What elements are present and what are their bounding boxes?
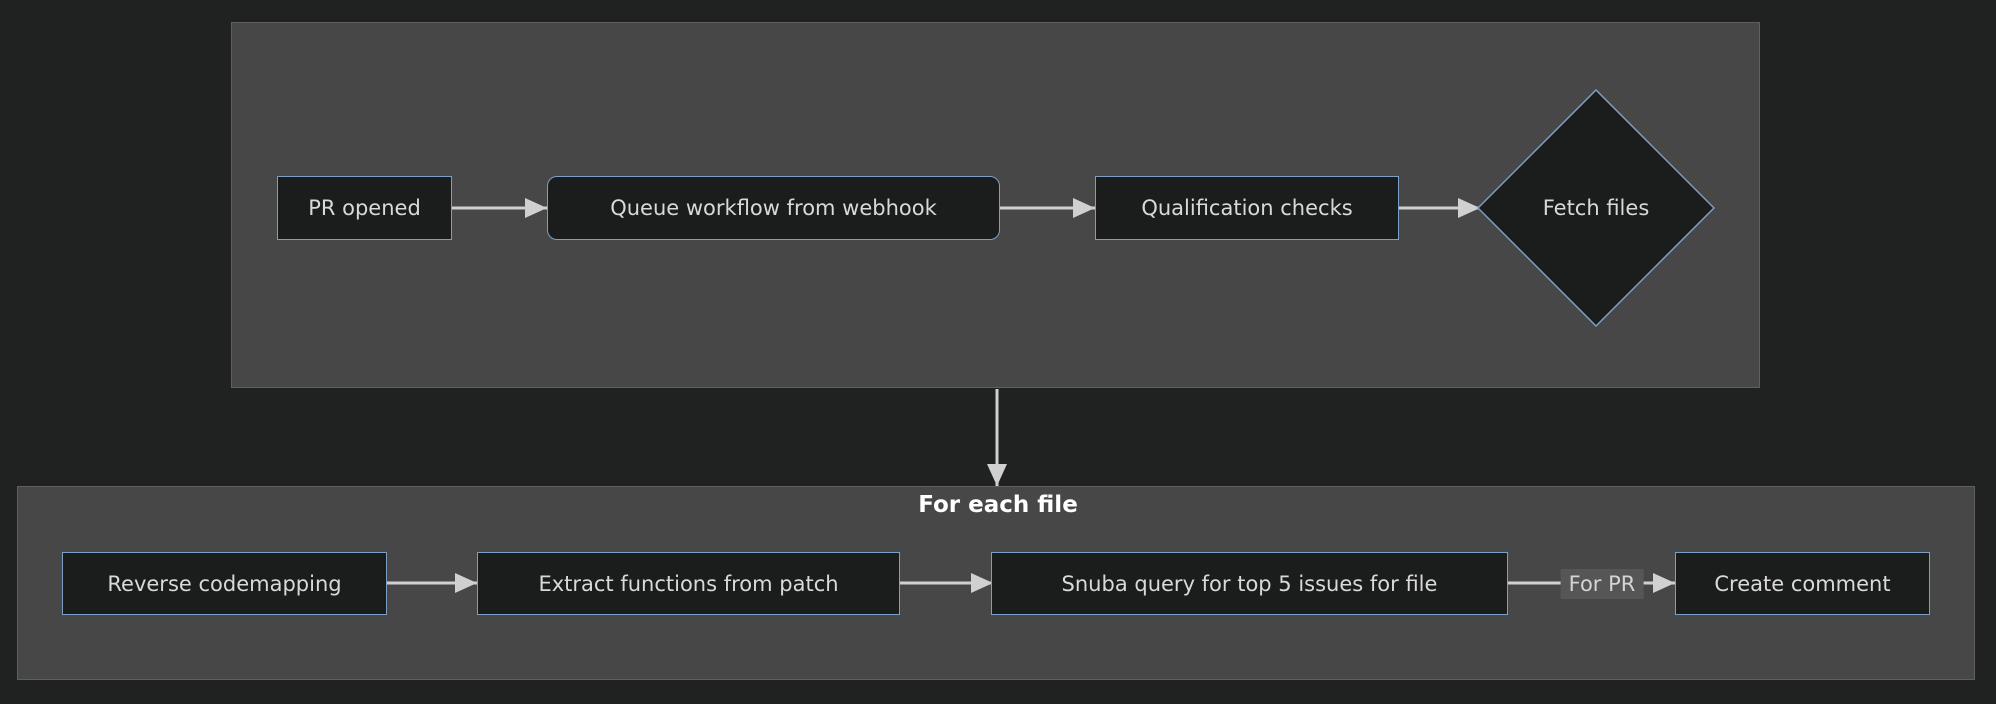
node-fetch-files-label: Fetch files <box>1542 196 1650 220</box>
node-extract-functions: Extract functions from patch <box>477 552 900 615</box>
node-pr-opened: PR opened <box>277 176 452 240</box>
node-queue-workflow-label: Queue workflow from webhook <box>610 196 937 220</box>
for-each-file-cluster-title: For each file <box>918 492 1078 518</box>
node-snuba-query-label: Snuba query for top 5 issues for file <box>1061 571 1438 596</box>
node-qualification-checks-label: Qualification checks <box>1141 196 1353 220</box>
node-pr-opened-label: PR opened <box>308 196 421 220</box>
node-reverse-codemapping: Reverse codemapping <box>62 552 387 615</box>
diamond-shape <box>1477 89 1715 327</box>
node-snuba-query: Snuba query for top 5 issues for file <box>991 552 1508 615</box>
node-qualification-checks: Qualification checks <box>1095 176 1399 240</box>
node-create-comment-label: Create comment <box>1714 571 1891 596</box>
node-create-comment: Create comment <box>1675 552 1930 615</box>
edge-label-for-pr: For PR <box>1560 569 1644 599</box>
node-fetch-files: Fetch files <box>1477 89 1715 327</box>
node-reverse-codemapping-label: Reverse codemapping <box>107 571 342 596</box>
node-extract-functions-label: Extract functions from patch <box>538 571 839 596</box>
node-queue-workflow: Queue workflow from webhook <box>547 176 1000 240</box>
